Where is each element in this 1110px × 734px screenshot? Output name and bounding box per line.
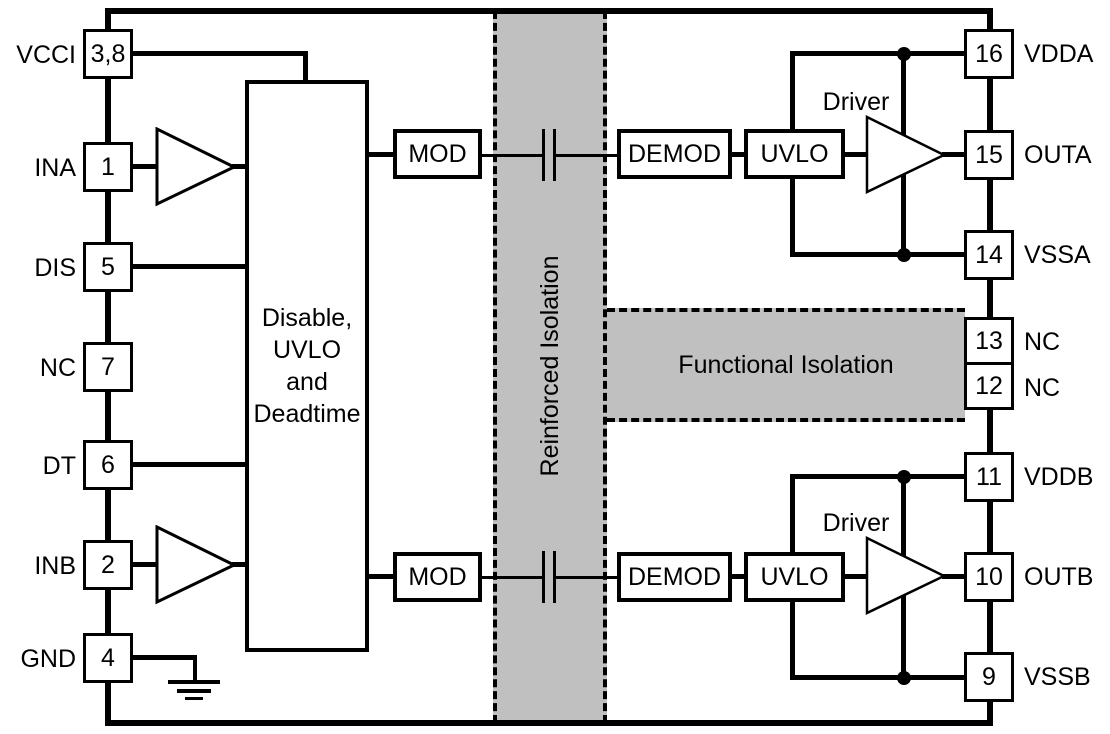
wire-mod-a-to-cap	[481, 154, 544, 157]
pin-box-vdda: 16	[964, 29, 1014, 79]
capacitor-b-icon	[542, 551, 556, 603]
wire-vddb-rail	[790, 474, 966, 479]
wire-driver-a-to-outa	[942, 152, 965, 157]
uvlo-a-block: UVLO	[744, 129, 845, 179]
wire-vssb-rail	[790, 675, 966, 680]
ground-icon	[168, 680, 220, 701]
wire-uvlo-b-to-driver-b	[844, 574, 868, 579]
pin-label-vddb: VDDB	[1024, 463, 1094, 491]
pin-box-dt: 6	[83, 440, 133, 490]
pin-box-vddb: 11	[964, 452, 1014, 502]
demod-a-block: DEMOD	[617, 129, 732, 179]
pin-label-nc7: NC	[39, 354, 76, 382]
junction-dot-vssb	[897, 671, 911, 685]
mod-a-block: MOD	[393, 129, 482, 179]
wire-vssa-rail	[790, 252, 966, 257]
wire-demod-b-to-uvlo-b	[731, 574, 745, 579]
pin-label-ina: INA	[34, 154, 76, 182]
input-buffer-a-icon	[155, 127, 237, 207]
uvlo-b-block: UVLO	[744, 552, 845, 602]
wire-uvlo-a-top	[790, 51, 795, 131]
pin-box-inb: 2	[83, 540, 133, 590]
wire-ina-to-buffer	[131, 164, 157, 169]
wire-driver-b-to-outb	[942, 574, 965, 579]
control-block-line: Disable,	[261, 304, 353, 332]
pin-box-vcci: 3,8	[83, 29, 133, 79]
driver-a-label: Driver	[822, 88, 890, 116]
pin-label-vssa: VSSA	[1024, 241, 1091, 269]
junction-dot-vddb	[897, 470, 911, 484]
demod-b-block: DEMOD	[617, 552, 732, 602]
pin-box-nc7: 7	[83, 342, 133, 392]
wire-cap-to-demod-b	[556, 576, 618, 579]
pin-box-gnd: 4	[83, 633, 133, 683]
wire-vcci-vertical	[303, 51, 308, 84]
functional-isolation-band: Functional Isolation	[607, 308, 965, 422]
input-buffer-b-icon	[155, 525, 237, 605]
pin-box-outa: 15	[964, 130, 1014, 180]
wire-mod-b-to-cap	[481, 576, 544, 579]
control-block-line: UVLO	[272, 336, 342, 364]
control-block-line: and	[286, 368, 328, 396]
wire-vdda-rail	[790, 51, 966, 56]
control-block: Disable, UVLO and Deadtime	[245, 80, 369, 652]
wire-inb-to-buffer	[131, 562, 157, 567]
capacitor-a-icon	[542, 129, 556, 181]
pin-label-dis: DIS	[34, 254, 76, 282]
functional-isolation-label: Functional Isolation	[678, 350, 894, 379]
wire-gnd-vertical	[193, 655, 197, 682]
pin-label-vdda: VDDA	[1024, 40, 1094, 68]
junction-dot-vssa	[897, 248, 911, 262]
pin-label-nc12: NC	[1024, 374, 1061, 402]
wire-cap-to-demod-a	[556, 154, 618, 157]
pin-label-nc13: NC	[1024, 328, 1061, 356]
pin-label-inb: INB	[34, 552, 76, 580]
wire-uvlo-b-bottom	[790, 600, 795, 680]
wire-uvlo-a-to-driver-a	[844, 152, 868, 157]
wire-dis-to-block	[131, 264, 247, 269]
pin-box-vssb: 9	[964, 652, 1014, 702]
wire-demod-a-to-uvlo-a	[731, 152, 745, 157]
pin-box-vssa: 14	[964, 230, 1014, 280]
pin-label-dt: DT	[42, 452, 76, 480]
wire-uvlo-a-bottom	[790, 177, 795, 257]
wire-block-to-mod-a	[367, 152, 395, 157]
pin-box-nc13: 13	[964, 317, 1014, 365]
wire-uvlo-b-top	[790, 474, 795, 554]
wire-dt-to-block	[131, 462, 247, 467]
pin-box-ina: 1	[83, 142, 133, 192]
pin-box-outb: 10	[964, 552, 1014, 602]
mod-b-block: MOD	[393, 552, 482, 602]
pin-label-vcci: VCCI	[16, 41, 76, 69]
pin-box-nc12: 12	[964, 362, 1014, 410]
wire-buffer-b-to-block	[232, 562, 248, 567]
wire-buffer-a-to-block	[232, 164, 248, 169]
wire-vcci-horizontal	[131, 51, 305, 56]
control-block-line: Deadtime	[253, 400, 361, 428]
driver-a-triangle-icon	[865, 115, 947, 194]
pin-label-gnd: GND	[20, 645, 76, 673]
wire-gnd-horizontal	[131, 655, 195, 660]
pin-box-dis: 5	[83, 242, 133, 292]
reinforced-isolation-band	[493, 11, 607, 723]
driver-b-triangle-icon	[865, 536, 947, 615]
wire-block-to-mod-b	[367, 574, 395, 579]
pin-label-outb: OUTB	[1024, 563, 1094, 591]
pin-label-vssb: VSSB	[1024, 663, 1091, 691]
driver-b-label: Driver	[822, 509, 890, 537]
pin-label-outa: OUTA	[1024, 141, 1092, 169]
junction-dot-vdda	[897, 47, 911, 61]
